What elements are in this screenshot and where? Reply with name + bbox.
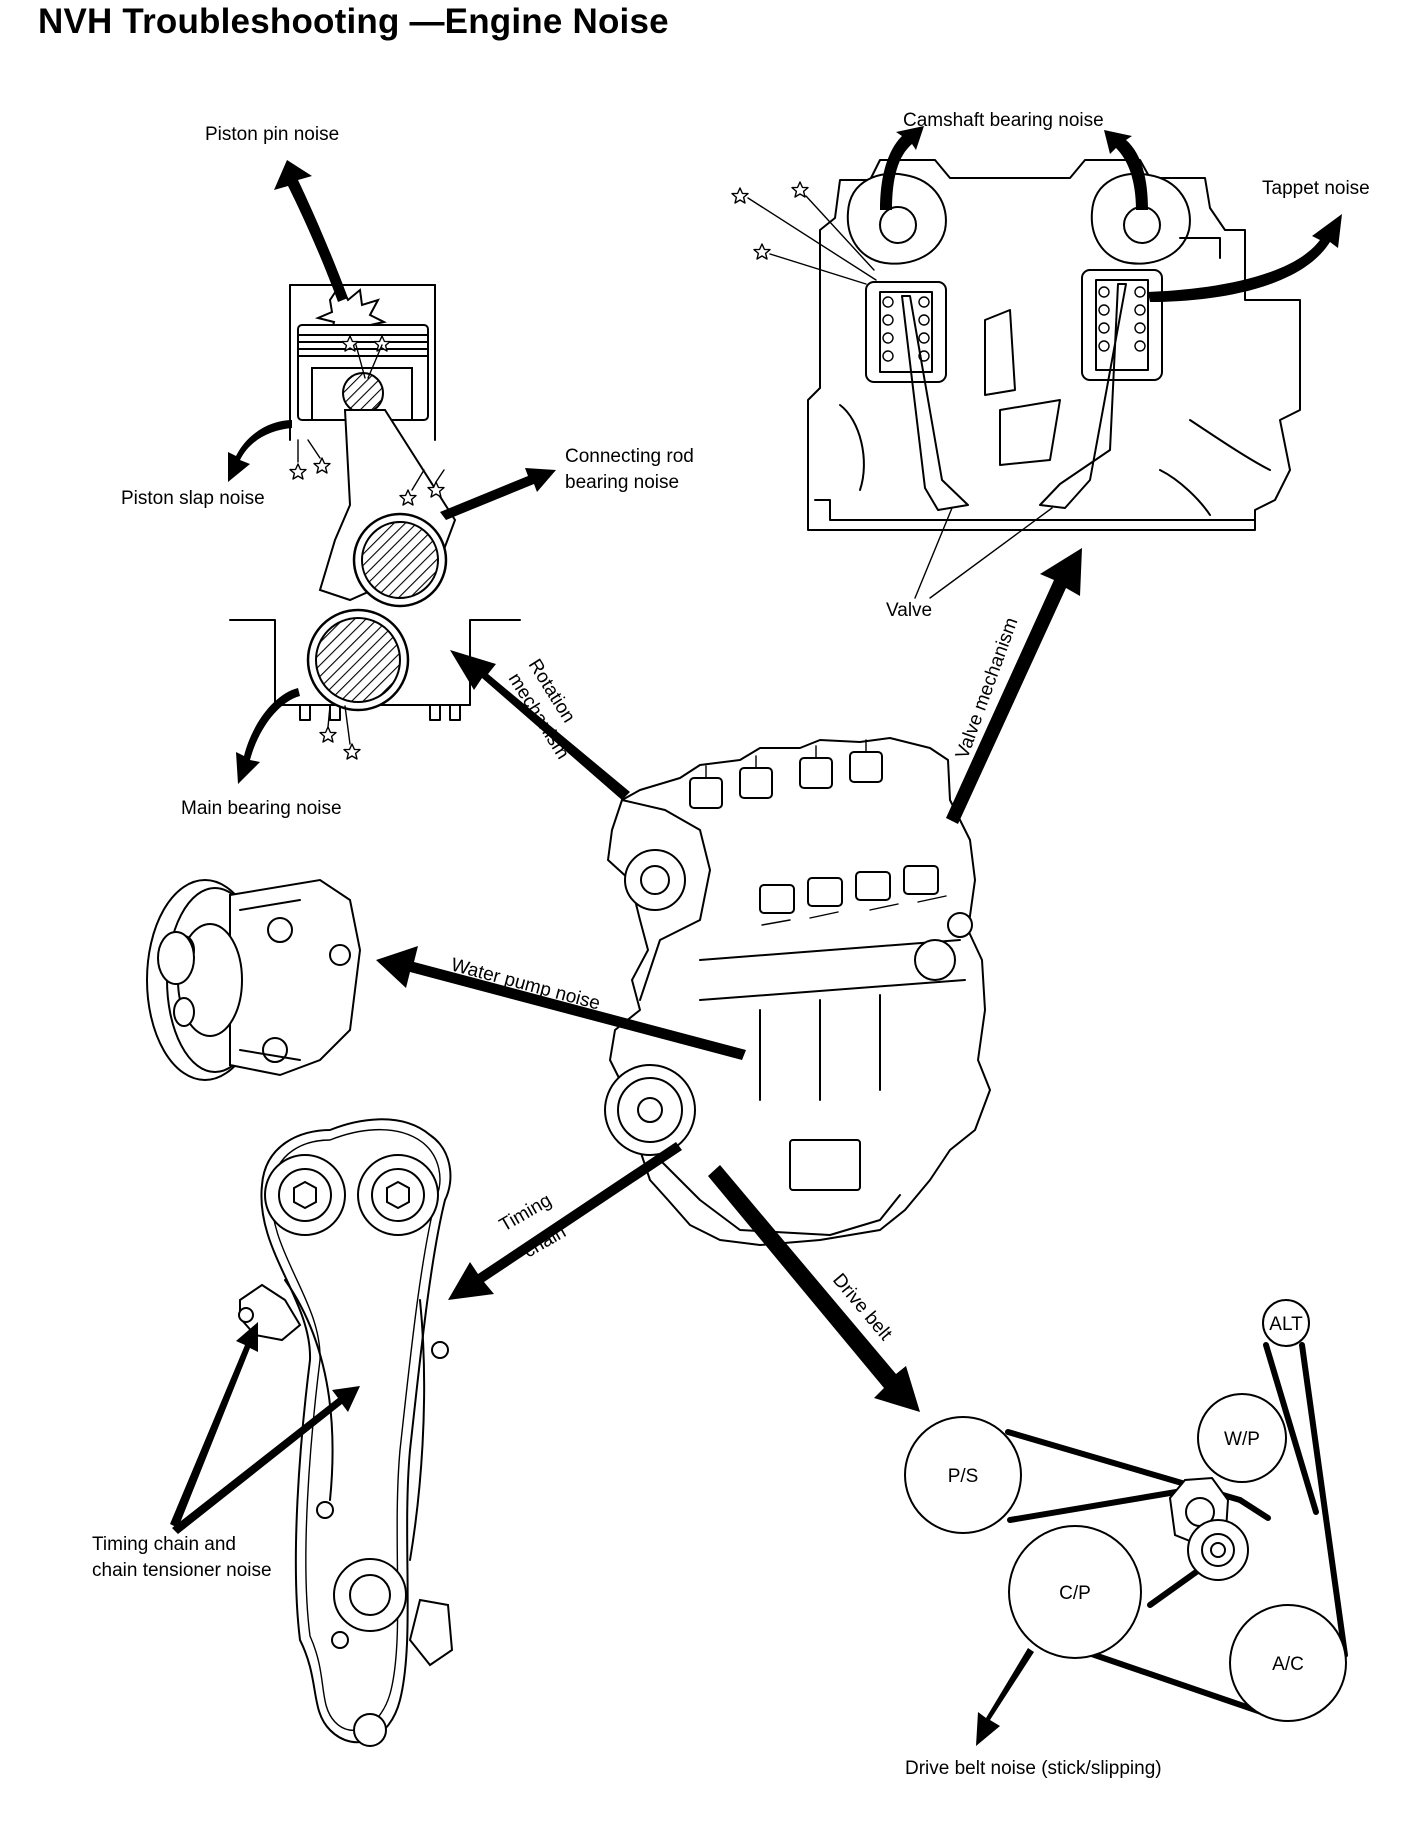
engine-block-illustration xyxy=(604,737,991,1246)
timing-chain-arrow xyxy=(448,1142,682,1300)
valve-label: Valve xyxy=(886,600,932,621)
piston-pin-noise-label: Piston pin noise xyxy=(205,124,339,145)
piston-slap-noise-label: Piston slap noise xyxy=(121,488,265,509)
camshaft-bearing-noise-label: Camshaft bearing noise xyxy=(903,110,1104,131)
tensioner-noise-label-line2: chain tensioner noise xyxy=(92,1560,272,1581)
tensioner-noise-arrow-2 xyxy=(172,1386,360,1534)
water-pump-noise-arrow xyxy=(376,946,746,1060)
connecting-rod-label-line2: bearing noise xyxy=(565,472,679,493)
drive-belt-noise-label: Drive belt noise (stick/slipping) xyxy=(905,1758,1162,1779)
connecting-rod-label-line1: Connecting rod xyxy=(565,446,694,467)
tensioner-noise-label-line1: Timing chain and xyxy=(92,1534,236,1555)
water-pump-pulley xyxy=(1197,1393,1287,1483)
connecting-rod-noise-arrow xyxy=(440,468,556,520)
water-pump-illustration xyxy=(146,878,362,1081)
camshaft-bearing-noise-arrow-left xyxy=(880,126,924,210)
main-bearing-noise-label: Main bearing noise xyxy=(181,798,342,819)
drive-belt-illustration xyxy=(904,1299,1348,1722)
rotation-mechanism-arrow xyxy=(450,650,630,800)
drive-belt-noise-arrow xyxy=(976,1648,1034,1746)
cp-pulley-label: C/P xyxy=(1059,1583,1091,1604)
alternator-pulley xyxy=(1262,1299,1310,1347)
tappet-noise-arrow xyxy=(1148,214,1342,302)
piston-assembly-illustration xyxy=(229,283,521,760)
timing-chain-illustration xyxy=(238,1118,454,1747)
ps-pulley-label: P/S xyxy=(948,1466,979,1487)
wp-pulley-label: W/P xyxy=(1224,1429,1260,1450)
tappet-noise-label: Tappet noise xyxy=(1262,178,1370,199)
valve-mechanism-arrow xyxy=(946,548,1082,824)
ac-pulley xyxy=(1229,1604,1347,1722)
camshaft-bearing-noise-arrow-right xyxy=(1104,130,1148,210)
page-title: NVH Troubleshooting —Engine Noise xyxy=(38,2,669,41)
alt-pulley-label: ALT xyxy=(1269,1314,1303,1335)
power-steering-pulley xyxy=(904,1416,1022,1534)
timing-chain-label-line2: chain xyxy=(520,1221,570,1262)
compressor-pulley xyxy=(1008,1525,1142,1659)
tensioner-noise-arrow-1 xyxy=(170,1322,258,1528)
drive-belt-arrow xyxy=(708,1165,920,1412)
piston-pin-noise-arrow xyxy=(274,160,348,302)
piston-slap-noise-arrow xyxy=(228,420,292,482)
cylinder-head-illustration xyxy=(731,159,1301,599)
main-bearing-noise-arrow xyxy=(236,688,300,784)
ac-pulley-label: A/C xyxy=(1272,1654,1304,1675)
